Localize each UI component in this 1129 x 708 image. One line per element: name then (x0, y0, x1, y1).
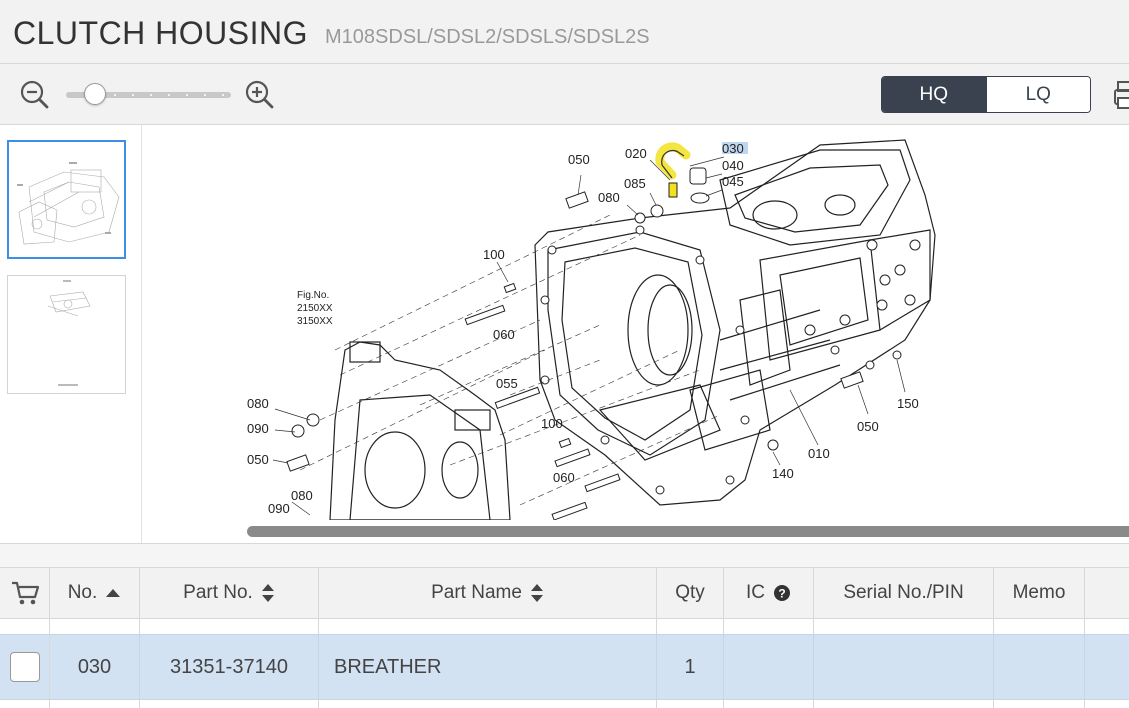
diagram-ref-060[interactable]: 060 (493, 327, 515, 342)
table-spacer-row (0, 619, 1129, 634)
horizontal-scrollbar[interactable] (247, 526, 1129, 537)
print-icon[interactable] (1114, 78, 1129, 112)
diagram-ref-045[interactable]: 045 (722, 174, 744, 189)
diagram-ref-055[interactable]: 055 (496, 376, 518, 391)
cart-column-header[interactable] (0, 568, 50, 618)
diagram-ref-090[interactable]: 090 (247, 421, 269, 436)
diagram-ref-150[interactable]: 150 (897, 396, 919, 411)
column-header-no[interactable]: No. (50, 568, 140, 618)
diagram-ref-020[interactable]: 020 (625, 146, 647, 161)
cart-icon (11, 581, 39, 605)
sort-icon (261, 584, 274, 602)
hq-button[interactable]: HQ (882, 77, 986, 112)
column-header-ic: IC ? (724, 568, 814, 618)
lq-button[interactable]: LQ (985, 77, 1090, 112)
diagram-ref-100[interactable]: 100 (483, 247, 505, 262)
row-select-cell (0, 635, 50, 699)
zoom-in-icon[interactable] (243, 79, 275, 111)
diagram-viewer[interactable]: 050 020 030 040 045 085 080 100 060 055 … (143, 125, 1129, 543)
sort-icon (530, 584, 543, 602)
column-header-part-no[interactable]: Part No. (140, 568, 319, 618)
cell-no: 030 (50, 635, 140, 699)
model-list: M108SDSL/SDSL2/SDSLS/SDSL2S (325, 26, 650, 48)
thumbnail-image (47, 280, 91, 386)
thumbnail-image (17, 162, 120, 245)
diagram-ref-060[interactable]: 060 (553, 470, 575, 485)
cell-qty: 1 (657, 635, 724, 699)
thumbnail-panel (0, 125, 142, 543)
diagram-ref-030[interactable]: 030 (722, 141, 744, 156)
column-header-memo: Memo (994, 568, 1085, 618)
svg-text:?: ? (778, 587, 785, 601)
diagram-ref-010[interactable]: 010 (808, 446, 830, 461)
sort-asc-icon (106, 589, 121, 597)
thumbnail-page-2[interactable] (7, 275, 126, 394)
diagram-ref-050[interactable]: 050 (857, 419, 879, 434)
table-gap (0, 543, 1129, 567)
diagram-ref-090[interactable]: 090 (268, 501, 290, 516)
table-row[interactable]: 030 31351-37140 BREATHER 1 (0, 634, 1129, 700)
cell-memo (994, 635, 1085, 699)
cell-part-no: 31351-37140 (140, 635, 319, 699)
diagram-ref-100[interactable]: 100 (541, 416, 563, 431)
fig-no-label: Fig.No. (297, 290, 329, 301)
zoom-out-icon[interactable] (18, 79, 50, 111)
exploded-parts-diagram: 050 020 030 040 045 085 080 100 060 055 … (247, 139, 936, 520)
page-header: CLUTCH HOUSING M108SDSL/SDSL2/SDSLS/SDSL… (0, 0, 1129, 64)
viewer-toolbar: HQ LQ (0, 64, 1129, 125)
row-checkbox[interactable] (9, 652, 40, 682)
page-title: CLUTCH HOUSING (13, 15, 309, 51)
diagram-ref-040[interactable]: 040 (722, 158, 744, 173)
parts-table-header: No. Part No. Part Name Qty IC ? Serial N… (0, 567, 1129, 619)
diagram-ref-140[interactable]: 140 (772, 466, 794, 481)
fig-no-value-2: 3150XX (297, 316, 333, 327)
diagram-ref-050[interactable]: 050 (568, 152, 590, 167)
diagram-ref-080[interactable]: 080 (291, 488, 313, 503)
diagram-ref-080[interactable]: 080 (247, 396, 269, 411)
fig-no-value-1: 2150XX (297, 303, 333, 314)
column-header-serial: Serial No./PIN (814, 568, 994, 618)
cell-part-name: BREATHER (319, 635, 657, 699)
cell-ic (724, 635, 814, 699)
table-bottom-row (0, 700, 1129, 708)
diagram-ref-050[interactable]: 050 (247, 452, 269, 467)
cell-serial (814, 635, 994, 699)
help-icon[interactable]: ? (773, 584, 791, 602)
column-header-qty: Qty (657, 568, 724, 618)
diagram-ref-080[interactable]: 080 (598, 190, 620, 205)
quality-toggle: HQ LQ (881, 76, 1091, 113)
zoom-slider-handle[interactable] (84, 83, 106, 105)
diagram-ref-085[interactable]: 085 (624, 176, 646, 191)
column-header-part-name[interactable]: Part Name (319, 568, 657, 618)
column-header-extra (1085, 568, 1129, 618)
thumbnail-page-1[interactable] (7, 140, 126, 259)
